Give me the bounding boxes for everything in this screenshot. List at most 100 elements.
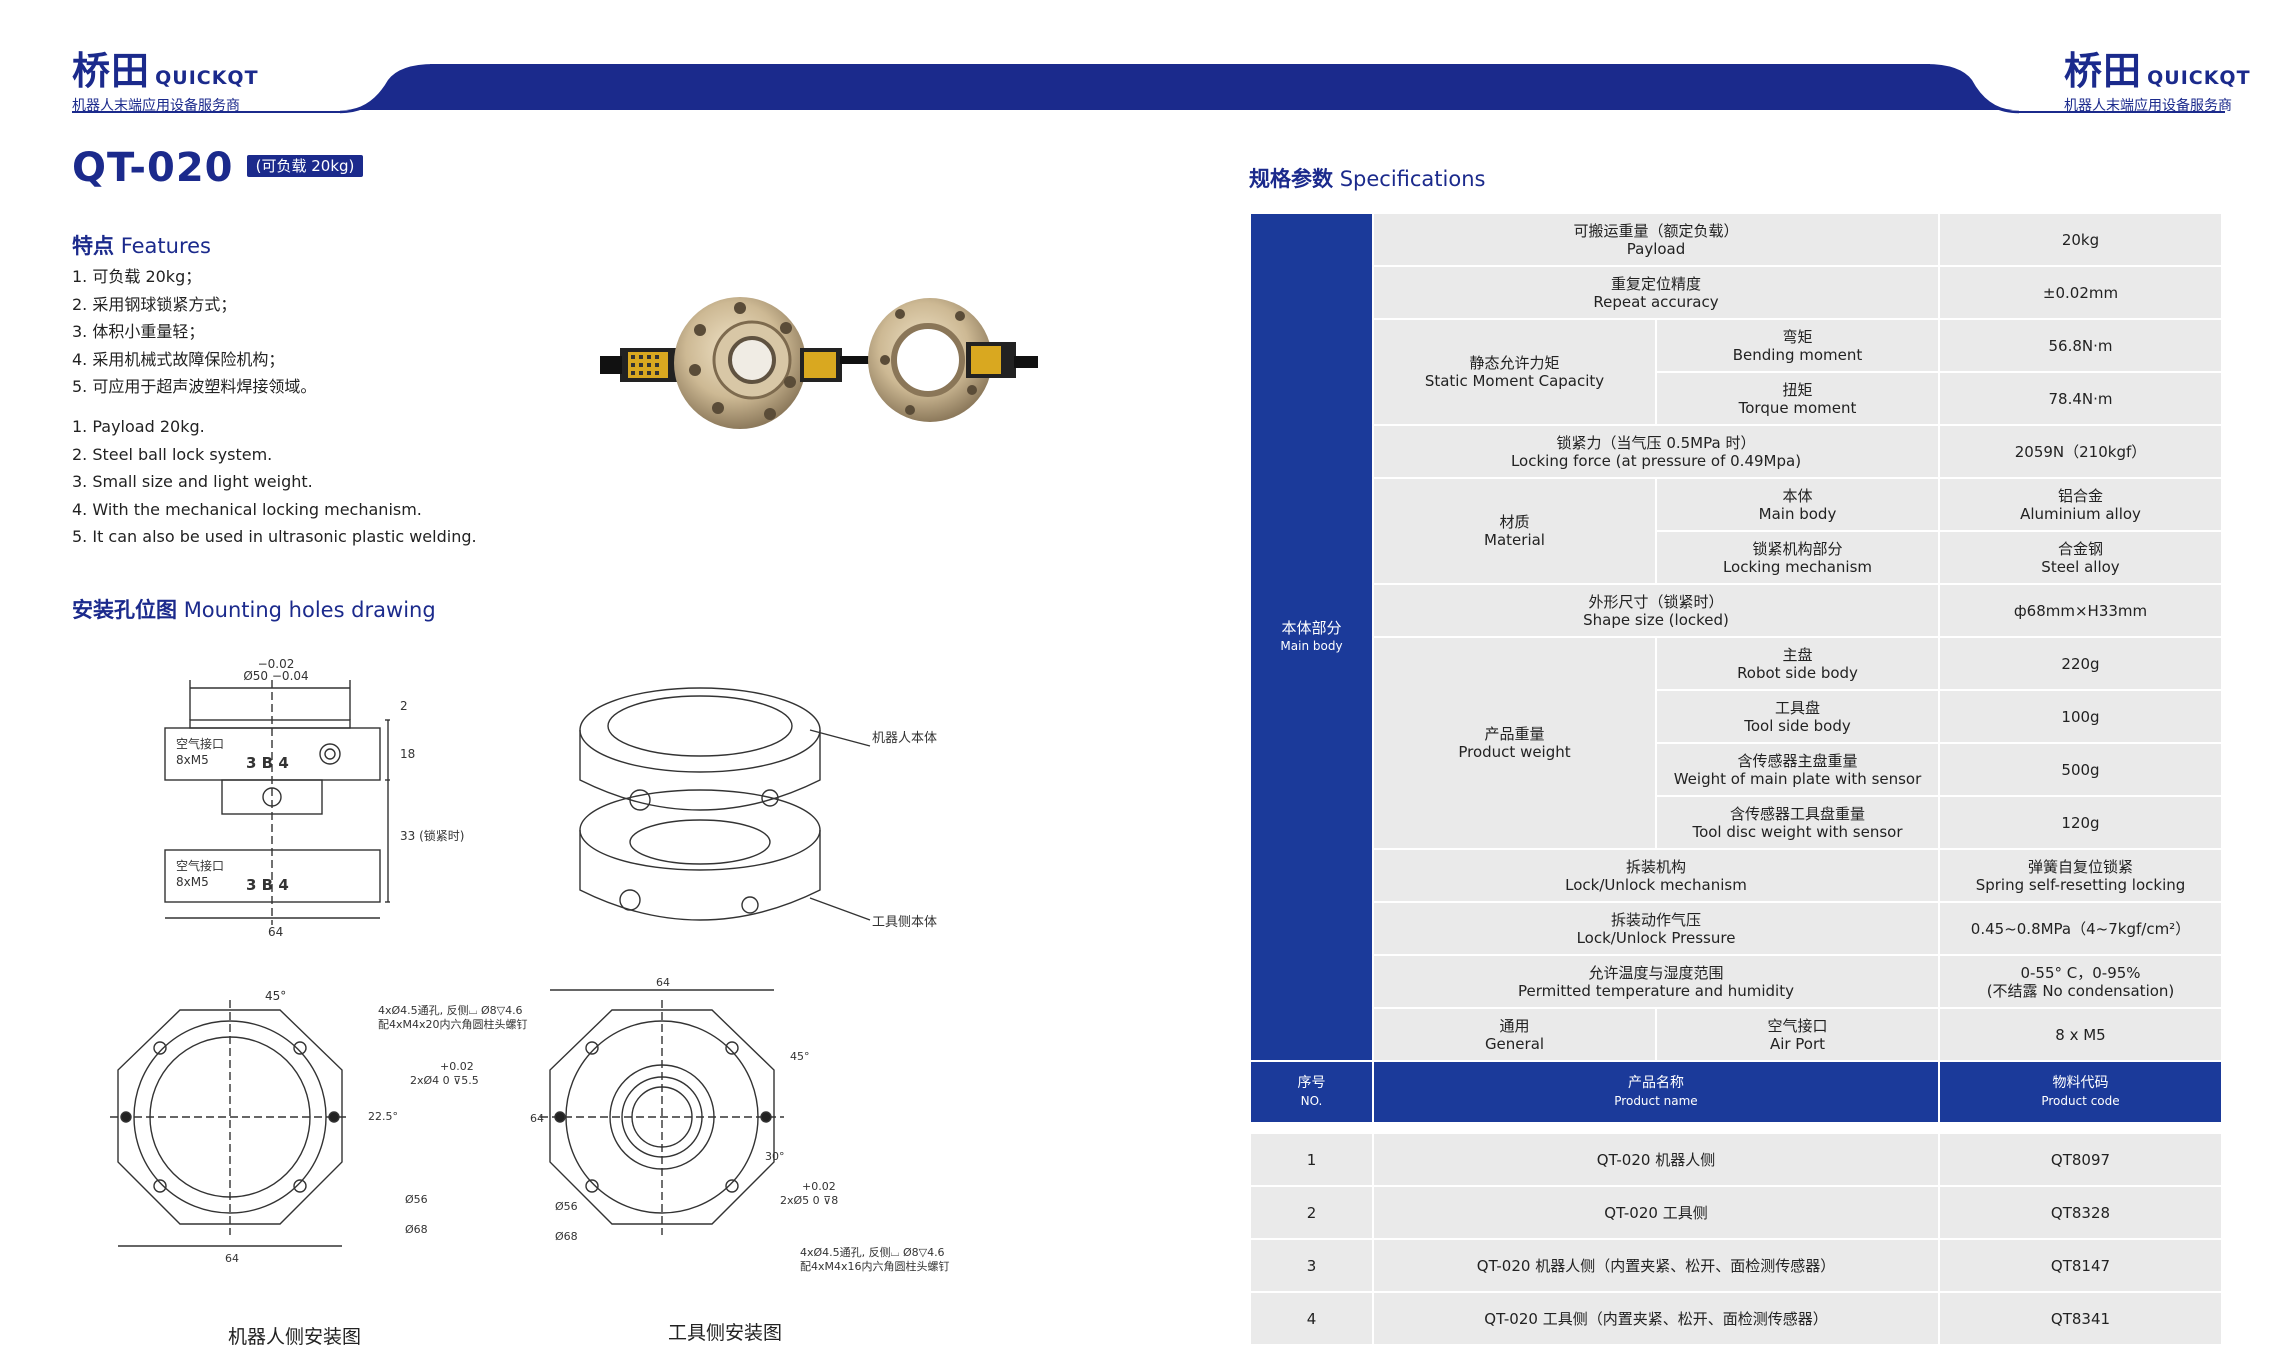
robot-side-labels: 45° 4xØ4.5通孔, 反侧⌴ Ø8▽4.6 配4xM4x20内六角圆柱头螺… [225, 989, 528, 1265]
feature-zh-item: 2. 采用钢球锁紧方式； [72, 294, 237, 314]
air-port-label: 空气接口 [176, 858, 224, 873]
brand-tagline-right: 机器人末端应用设备服务商 [2064, 98, 2232, 114]
dim-2: 2 [400, 699, 408, 713]
payload-value: 20kg [1938, 212, 2223, 267]
air-thread-label: 8xM5 [176, 753, 209, 767]
robot-pin-tol: +0.02 [440, 1060, 474, 1073]
product-model: QT-020 [72, 145, 234, 191]
tool-pin-tol: +0.02 [802, 1180, 836, 1193]
weight-tool-sensor-value: 120g [1938, 795, 2223, 850]
isometric-labels: 机器人本体 工具侧本体 [872, 731, 937, 930]
feature-en-item: 4. With the mechanical locking mechanism… [72, 499, 422, 519]
accuracy-value: ±0.02mm [1938, 265, 2223, 320]
dia-56: Ø56 [405, 1193, 428, 1206]
label-robot-body: 机器人本体 [872, 731, 937, 746]
product-row: 3 QT-020 机器人侧（内置夹紧、松开、面检测传感器） QT8147 [1249, 1238, 2223, 1293]
air-port-value: 8 x M5 [1938, 1007, 2223, 1062]
product-no: 3 [1249, 1238, 1374, 1293]
mounting-title: 安装孔位图 Mounting holes drawing [72, 594, 436, 624]
weight-tool-value: 100g [1938, 689, 2223, 744]
port-numbers: 3 B 4 [246, 876, 289, 894]
robot-holes-label: 4xØ4.5通孔, 反侧⌴ Ø8▽4.6 [378, 1004, 523, 1017]
feature-zh-item: 4. 采用机械式故障保险机构； [72, 349, 285, 369]
spec-row-payload: 本体部分 Main body 可搬运重量（额定负载）Payload 20kg [1249, 212, 2223, 1062]
mounting-drawings: −0.02 Ø50 −0.04 2 18 33 (锁紧时) 空气接口 8xM5 … [110, 657, 950, 1273]
feature-zh-item: 3. 体积小重量轻； [72, 322, 205, 341]
product-name: QT-020 工具侧 [1372, 1185, 1940, 1240]
port-numbers: 3 B 4 [246, 754, 289, 772]
product-no: 4 [1249, 1291, 1374, 1346]
angle-45: 45° [790, 1050, 810, 1063]
payload-badge: (可负载 20kg) [246, 155, 364, 177]
dia-68: Ø68 [555, 1230, 578, 1243]
group-zh: 本体部分 [1281, 619, 1342, 637]
tool-screws-label: 配4xM4x16内六角圆柱头螺钉 [800, 1259, 950, 1273]
side-view-labels: −0.02 Ø50 −0.04 2 18 33 (锁紧时) 空气接口 8xM5 … [176, 657, 464, 939]
specs-title-en: Specifications [1339, 167, 1486, 191]
brand-tagline-left: 机器人末端应用设备服务商 [72, 98, 240, 114]
air-thread-label: 8xM5 [176, 875, 209, 889]
features-title: 特点 Features [72, 230, 211, 260]
product-row: 2 QT-020 工具侧 QT8328 [1249, 1185, 2223, 1240]
brand-logo-right: 桥田 QUICKQT [2064, 52, 2251, 90]
side-view-drawing [164, 680, 390, 925]
spec-table: 本体部分 Main body 可搬运重量（额定负载）Payload 20kg 重… [1249, 212, 2223, 1346]
dim-64: 64 [268, 925, 283, 939]
bending-value: 56.8N·m [1938, 318, 2223, 373]
mounting-title-zh: 安装孔位图 [72, 598, 177, 622]
group-main-body: 本体部分 Main body [1249, 212, 1374, 1062]
dim-33: 33 (锁紧时) [400, 828, 464, 843]
dim-top: Ø50 −0.04 [243, 669, 308, 683]
dia-68: Ø68 [405, 1223, 428, 1236]
feature-zh-item: 1. 可负载 20kg； [72, 267, 202, 286]
brand-name-zh: 桥田 [72, 49, 151, 93]
caption-robot-side: 机器人侧安装图 [228, 1326, 362, 1348]
product-photo [600, 297, 1038, 429]
tool-holes-label: 4xØ4.5通孔, 反侧⌴ Ø8▽4.6 [800, 1246, 945, 1259]
isometric-drawing [579, 687, 871, 921]
payload-label: 可搬运重量（额定负载）Payload [1372, 212, 1940, 267]
features-title-en: Features [120, 234, 211, 258]
brand-name-en: QUICKQT [155, 67, 259, 89]
group-en: Main body [1280, 639, 1343, 653]
product-row: 4 QT-020 工具侧（内置夹紧、松开、面检测传感器） QT8341 [1249, 1291, 2223, 1346]
lock-pressure-value: 0.45~0.8MPa（4~7kgf/cm²） [1938, 901, 2223, 956]
locking-force-label: 锁紧力（当气压 0.5MPa 时）Locking force (at press… [1372, 424, 1940, 479]
dim-64: 64 [656, 976, 670, 989]
dia-56: Ø56 [555, 1200, 578, 1213]
features-title-zh: 特点 [72, 234, 114, 258]
specs-title: 规格参数 Specifications [1249, 163, 1485, 193]
features-zh-list: 1. 可负载 20kg； 2. 采用钢球锁紧方式； 3. 体积小重量轻； 4. … [72, 263, 316, 401]
shape-value: ф68mm×H33mm [1938, 583, 2223, 638]
shape-label: 外形尺寸（锁紧时）Shape size (locked) [1372, 583, 1940, 638]
brand-logo-left: 桥田 QUICKQT [72, 52, 259, 90]
feature-en-item: 3. Small size and light weight. [72, 472, 313, 491]
spec-row-locking-force: 锁紧力（当气压 0.5MPa 时）Locking force (at press… [1250, 424, 2223, 479]
